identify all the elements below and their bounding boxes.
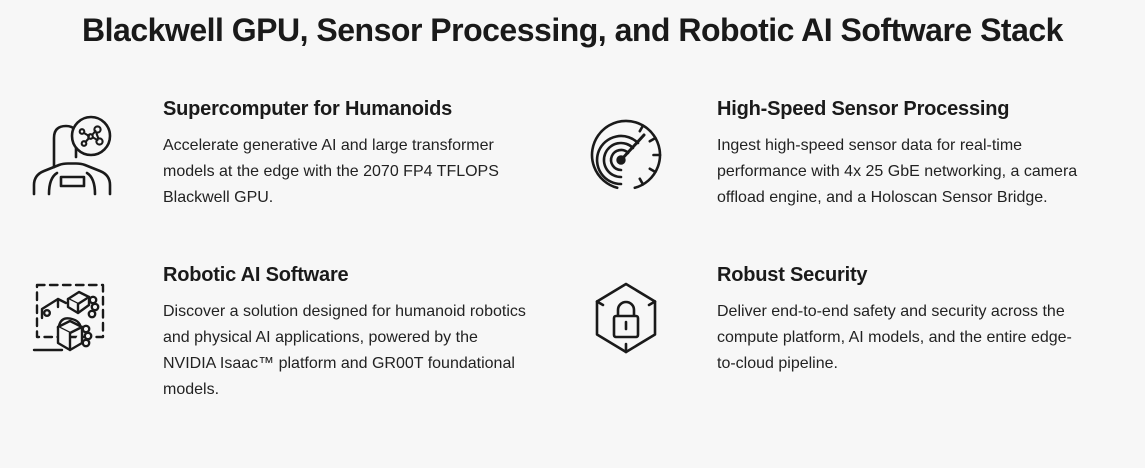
feature-text: High-Speed Sensor Processing Ingest high… — [717, 97, 1083, 211]
feature-text: Robotic AI Software Discover a solution … — [163, 263, 529, 403]
feature-title: Robotic AI Software — [163, 264, 349, 286]
hexagon-padlock-icon — [578, 263, 717, 365]
feature-text: Supercomputer for Humanoids Accelerate g… — [163, 97, 529, 211]
feature-title: High-Speed Sensor Processing — [717, 98, 1010, 120]
section-title: Blackwell GPU, Sensor Processing, and Ro… — [82, 12, 1063, 48]
feature-title: Robust Security — [717, 264, 868, 286]
feature-description: Deliver end-to-end safety and security a… — [717, 303, 1072, 372]
feature-card-supercomputer: Supercomputer for Humanoids Accelerate g… — [24, 97, 578, 211]
feature-description: Accelerate generative AI and large trans… — [163, 137, 499, 206]
feature-description: Ingest high-speed sensor data for real-t… — [717, 137, 1078, 206]
robotic-gripper-boxes-icon — [24, 263, 163, 365]
feature-card-sensor-processing: High-Speed Sensor Processing Ingest high… — [578, 97, 1115, 211]
humanoid-robot-ai-icon — [24, 97, 163, 199]
features-grid: Supercomputer for Humanoids Accelerate g… — [0, 97, 1145, 403]
feature-card-robotic-ai: Robotic AI Software Discover a solution … — [24, 263, 578, 403]
speedometer-gauge-icon — [578, 97, 717, 199]
feature-card-security: Robust Security Deliver end-to-end safet… — [578, 263, 1115, 403]
feature-text: Robust Security Deliver end-to-end safet… — [717, 263, 1083, 377]
feature-title: Supercomputer for Humanoids — [163, 98, 453, 120]
feature-description: Discover a solution designed for humanoi… — [163, 303, 526, 398]
